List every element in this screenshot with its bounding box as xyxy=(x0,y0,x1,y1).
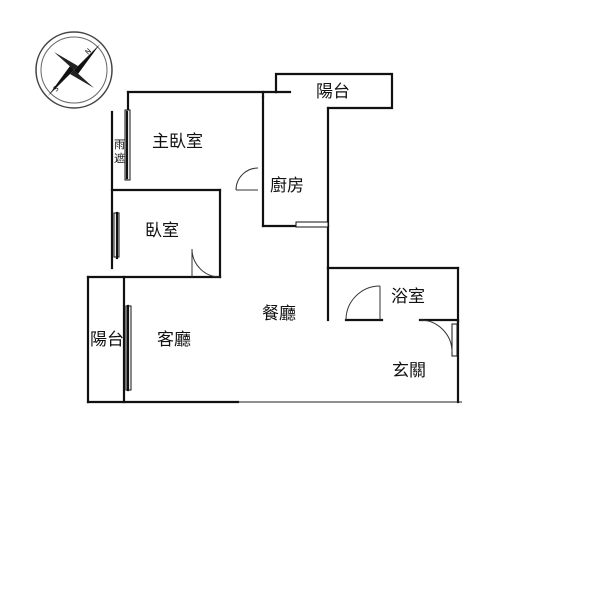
balcony-top-label: 陽台 xyxy=(316,82,350,102)
entrance-label: 玄關 xyxy=(392,361,426,381)
dining-label: 餐廳 xyxy=(262,304,296,324)
compass-icon: N S xyxy=(35,31,113,109)
compass-north-label: N xyxy=(84,47,93,56)
living-room-label: 客廳 xyxy=(157,330,191,350)
canopy-label-1: 雨 xyxy=(114,138,125,151)
balcony-left-label: 陽台 xyxy=(90,330,124,350)
bathroom-label: 浴室 xyxy=(391,287,425,307)
master-bedroom-label: 主臥室 xyxy=(152,132,203,152)
bedroom-label: 臥室 xyxy=(145,221,179,241)
kitchen-label: 廚房 xyxy=(270,175,304,196)
doors xyxy=(191,167,453,353)
walls xyxy=(86,72,462,404)
canopy-label-2: 遮 xyxy=(114,151,125,165)
compass-south-label: S xyxy=(52,84,61,93)
windows xyxy=(113,109,458,392)
